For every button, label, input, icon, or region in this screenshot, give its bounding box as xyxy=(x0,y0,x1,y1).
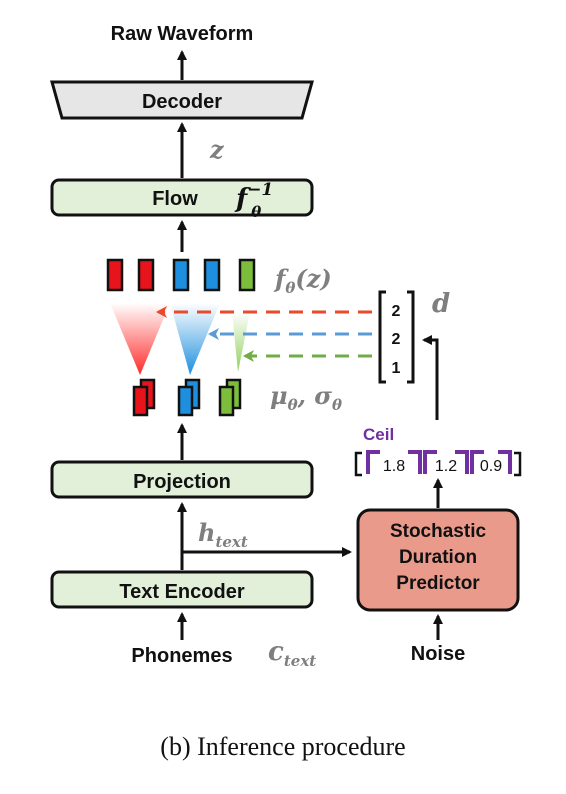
projection-label: Projection xyxy=(133,471,231,493)
c-text-label: ctext xyxy=(268,637,316,670)
mu-sigma-label: μθ, σθ xyxy=(270,381,342,414)
text-encoder-block xyxy=(50,570,314,609)
expansion-cone-red xyxy=(110,303,170,375)
figure-caption: (b) Inference procedure xyxy=(160,732,406,761)
sdp-label-line2: Duration xyxy=(399,547,477,568)
expansion-cone-green xyxy=(232,312,250,372)
sdp-label-line3: Predictor xyxy=(396,573,480,594)
d-label: d xyxy=(432,289,450,319)
f-theta-z-label: fθ(z) xyxy=(273,264,332,297)
d-value-1: 2 xyxy=(392,303,401,320)
flow-output-vectors xyxy=(106,258,256,292)
projection-block xyxy=(50,460,314,499)
vector-blue-2 xyxy=(203,258,221,292)
raw-duration-1: 1.8 xyxy=(383,458,405,475)
z-label: z xyxy=(209,135,225,164)
duration-vector-d: 2 2 1 xyxy=(378,290,415,384)
ceil-to-d-arrow xyxy=(422,335,439,420)
raw-waveform-label: Raw Waveform xyxy=(111,23,254,45)
raw-duration-2: 1.2 xyxy=(435,458,457,475)
flow-block xyxy=(50,178,314,217)
h-text-label: htext xyxy=(198,518,248,551)
flow-label: Flow xyxy=(152,188,198,210)
vector-red-1 xyxy=(106,258,124,292)
phonemes-label: Phonemes xyxy=(131,645,232,667)
noise-label: Noise xyxy=(411,643,465,665)
ceil-label: Ceil xyxy=(363,425,394,444)
decoder-label: Decoder xyxy=(142,91,222,113)
stochastic-duration-predictor-block xyxy=(356,508,520,612)
text-encoder-label: Text Encoder xyxy=(119,581,244,603)
d-value-2: 2 xyxy=(392,331,401,348)
vector-red-2 xyxy=(137,258,155,292)
raw-duration-3: 0.9 xyxy=(480,458,502,475)
sdp-label-line1: Stochastic xyxy=(390,521,487,542)
raw-durations-row: 1.8 1.2 0.9 xyxy=(354,450,522,477)
prior-stat-stacks xyxy=(132,378,242,417)
decoder-block xyxy=(50,80,314,120)
d-value-3: 1 xyxy=(392,360,401,377)
vector-green-1 xyxy=(238,258,256,292)
vector-blue-1 xyxy=(172,258,190,292)
expansion-cone-blue xyxy=(170,303,220,375)
